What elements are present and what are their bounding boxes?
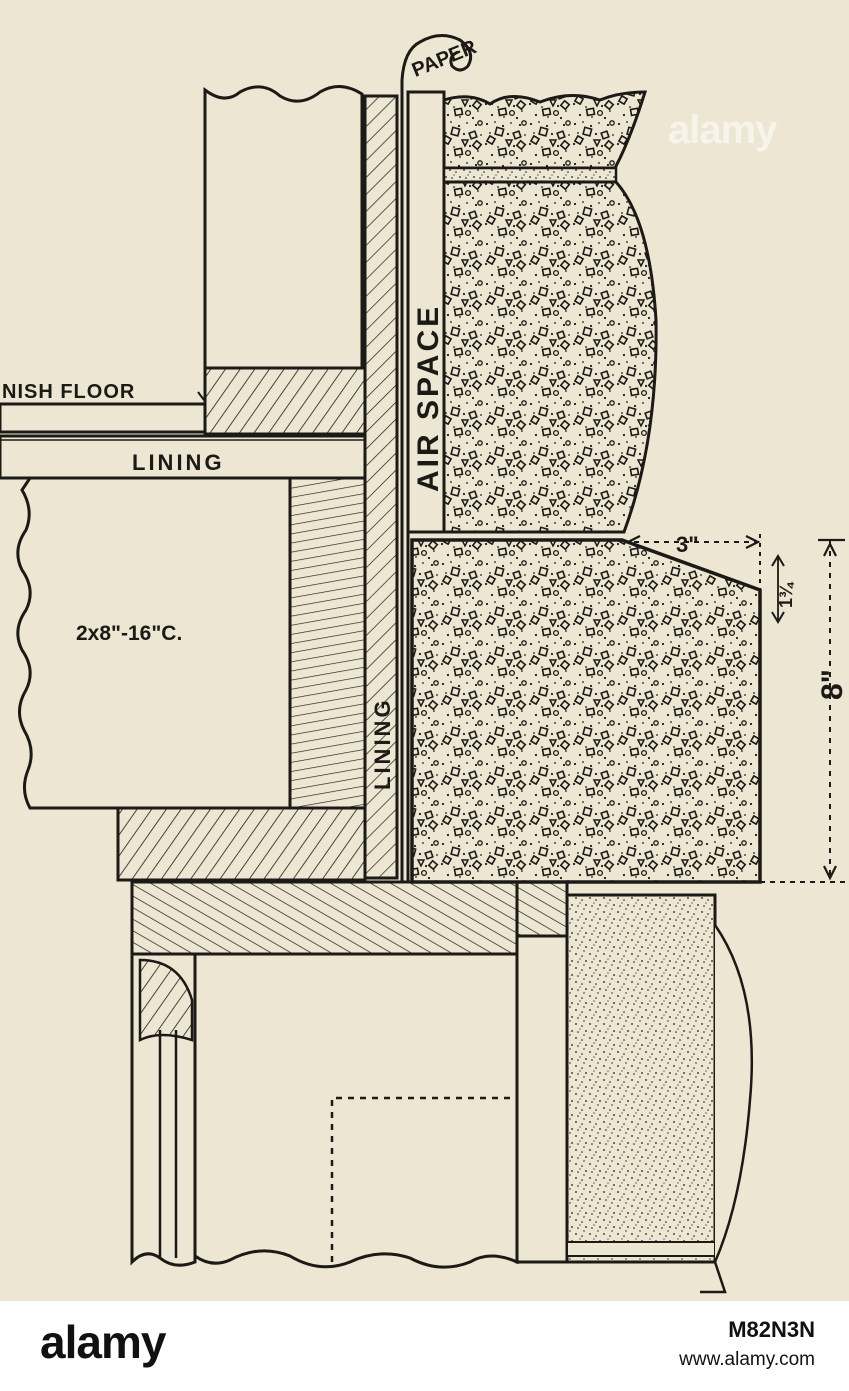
air-space-label: AIR SPACE <box>412 304 445 492</box>
wall-section-svg: PAPER AIR SPACE NISH FLOOR LINING LINING… <box>0 34 849 1294</box>
site-url: www.alamy.com <box>679 1349 815 1370</box>
header-joist <box>288 476 367 810</box>
air-space <box>406 90 446 534</box>
footer-logo: alamy <box>40 1316 166 1368</box>
dim-8in-label: 8" <box>816 669 849 700</box>
footer-bar: alamy M82N3N www.alamy.com <box>0 1300 849 1391</box>
stone-foundation <box>565 893 717 1264</box>
joist-label: 2x8"-16"C. <box>76 622 182 645</box>
lining-horizontal-label: LINING <box>132 450 225 475</box>
image-id: M82N3N <box>728 1317 815 1342</box>
paper-curl <box>400 34 473 81</box>
dim-1-3-4-label: 1¾ <box>776 581 796 608</box>
dimension-3in <box>624 534 761 620</box>
lining-vertical-label: LINING <box>370 697 395 790</box>
belt-course <box>410 538 762 884</box>
finish-floor-label: NISH FLOOR <box>2 381 135 403</box>
dimension-8in <box>760 538 845 883</box>
upper-stud <box>203 85 364 370</box>
dim-3in-label: 3" <box>676 532 699 557</box>
watermark-logo: alamy <box>668 108 777 152</box>
concrete-wall <box>442 180 658 534</box>
floor-joist <box>16 476 292 810</box>
section-drawing: PAPER AIR SPACE NISH FLOOR LINING LINING… <box>0 0 849 1300</box>
vertical-lining <box>363 94 399 880</box>
sole-plate <box>203 366 367 436</box>
concrete-top <box>442 90 648 170</box>
earth-line <box>713 924 754 1263</box>
basement-space <box>193 952 519 1269</box>
foundation-sill <box>130 880 519 956</box>
dimension-1-3-4 <box>771 554 785 624</box>
sill <box>116 806 367 882</box>
finish-floor <box>0 402 207 434</box>
